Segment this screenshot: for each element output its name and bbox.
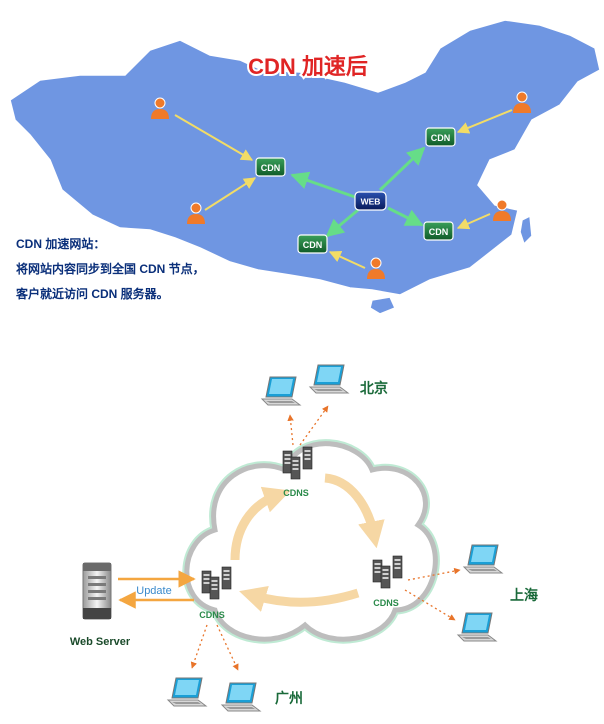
dotted-link [287,414,294,446]
web-server-icon [82,562,112,620]
map-title: CDN 加速后 [248,54,368,79]
map-description-line-3: 客户就近访问 CDN 服务器。 [15,286,169,301]
dotted-link [190,624,208,669]
dotted-link [299,405,329,446]
map-description-line-2: 将网站内容同步到全国 CDN 节点， [16,261,205,276]
city-label-guangzhou: 广州 [275,690,303,706]
cdns-label: CDNS [283,488,309,498]
loop-arrow [230,486,291,561]
hainan-island [369,296,397,315]
web-server-label: Web Server [70,636,131,648]
laptop-icon [221,682,261,712]
web-to-cdn-arrow [378,146,426,192]
laptop-icon [457,612,497,642]
web-to-cdn-arrow [325,208,359,238]
cdn-node: CDN [423,221,454,241]
web-to-cdn-arrow [387,206,424,227]
cdn-network-panel: CDNS CDNS CDNS Web Server Update [70,364,538,712]
dotted-link [216,624,239,671]
loop-arrow [239,585,360,612]
loop-arrow [324,473,385,549]
china-map-panel: CDN CDN CDN CDN WEB CDN 加速后 CDN 加速网站： 将网… [9,19,601,315]
user-to-cdn-arrow [456,109,513,134]
web-node: WEB [354,191,387,211]
map-description-line-1: CDN 加速网站： [16,236,105,251]
cdn-node: CDN [297,234,328,254]
user-to-cdn-arrow [328,251,366,269]
laptop-icon [309,364,349,394]
user-to-cdn-arrow [456,213,491,230]
svg-text:CDN: CDN [429,227,449,237]
svg-text:CDN: CDN [303,240,323,250]
cdn-node: CDN [255,157,286,177]
svg-text:CDN: CDN [431,133,451,143]
dotted-link [407,567,461,581]
cdns-label: CDNS [199,610,225,620]
taiwan-island [519,214,533,246]
laptop-icon [261,376,301,406]
web-to-cdn-arrow [290,171,356,199]
city-label-shanghai: 上海 [510,587,538,603]
cdn-node: CDN [425,127,456,147]
city-label-beijing: 北京 [360,380,388,396]
cdns-label: CDNS [373,598,399,608]
laptop-icon [167,677,207,707]
svg-text:WEB: WEB [361,197,381,207]
user-to-cdn-arrow [204,177,257,211]
user-to-cdn-arrow [174,114,254,161]
update-label: Update [136,585,171,597]
laptop-icon [463,544,503,574]
svg-text:CDN: CDN [261,163,281,173]
